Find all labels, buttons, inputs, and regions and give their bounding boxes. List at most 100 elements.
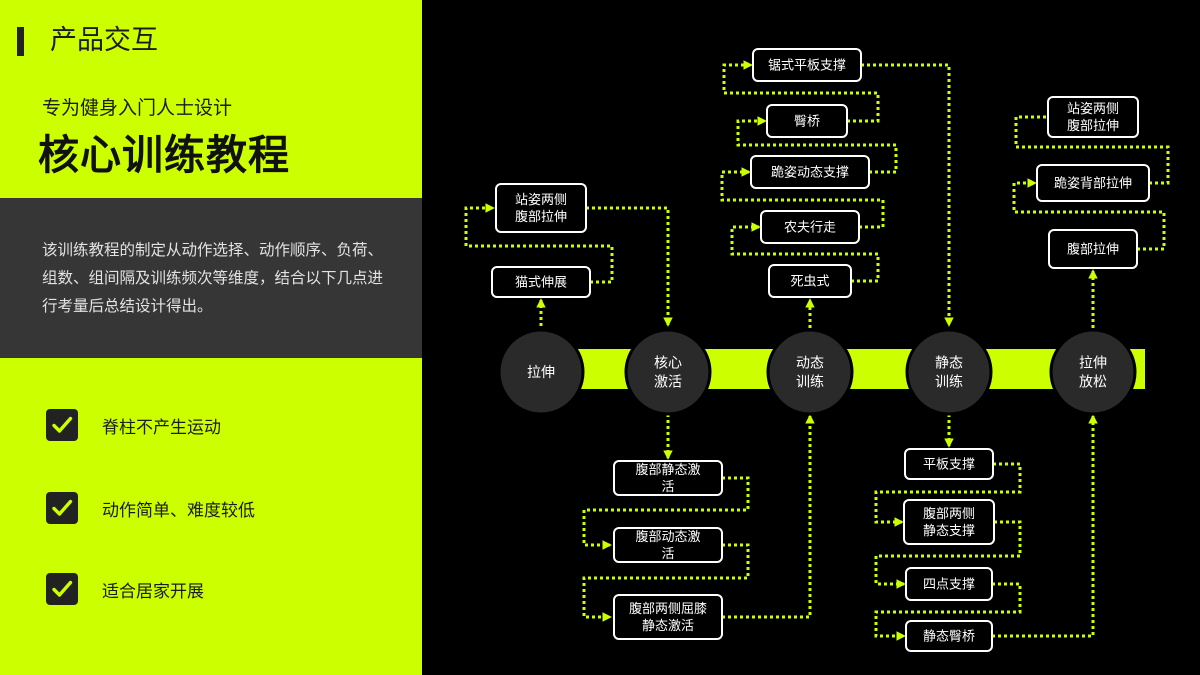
step-label: 腹部静态激 <box>635 462 700 478</box>
section-title: 产品交互 <box>50 25 158 56</box>
flow-connector <box>736 116 898 174</box>
step-box <box>1048 229 1138 269</box>
step-box <box>613 594 723 640</box>
step-box <box>613 527 723 563</box>
step-label: 站姿两侧 <box>1067 101 1119 117</box>
step-label: 死虫式 <box>790 275 829 290</box>
check-icon <box>46 409 78 441</box>
step-box <box>904 448 994 480</box>
step-box <box>766 104 848 138</box>
step-label: 腹部两侧屈膝 <box>629 601 707 617</box>
step-label: 锯式平板支撑 <box>768 59 846 74</box>
flow-connector <box>722 414 815 619</box>
step-label: 站姿两侧 <box>515 192 567 208</box>
step-label: 活 <box>661 480 674 495</box>
feature-label: 动作简单、难度较低 <box>102 500 255 521</box>
flow-connector <box>730 222 880 283</box>
step-label: 静态激活 <box>642 619 694 634</box>
check-icon <box>46 492 78 524</box>
step-static-training-0: 平板支撑 <box>904 448 994 480</box>
step-stretch-relax-1: 跪姿背部拉伸 <box>1036 164 1150 202</box>
flow-connector <box>464 203 614 284</box>
flow-connectors <box>464 60 1170 641</box>
step-label: 平板支撑 <box>923 458 975 473</box>
flow-connector <box>874 582 1022 641</box>
stage-stretch: 拉伸 <box>497 328 585 416</box>
step-stretch-0: 猫式伸展 <box>491 266 591 298</box>
step-label: 跪姿动态支撑 <box>771 165 849 181</box>
step-box <box>613 460 723 496</box>
stage-circle <box>1049 328 1137 416</box>
feature-item: 动作简单、难度较低 <box>46 492 255 524</box>
stage-label: 核心 <box>654 356 682 372</box>
step-box <box>905 620 993 652</box>
feature-item: 适合居家开展 <box>46 573 204 605</box>
step-label: 腹部拉伸 <box>1067 242 1119 258</box>
description-box <box>0 198 422 358</box>
flow-connector <box>992 414 1098 638</box>
step-dynamic-training-0: 死虫式 <box>768 264 852 298</box>
stage-label: 动态 <box>796 356 824 372</box>
step-label: 腹部动态激 <box>635 529 700 545</box>
stage-circle <box>766 328 854 416</box>
step-label: 臀桥 <box>794 115 820 130</box>
step-layer: 猫式伸展站姿两侧腹部拉伸腹部静态激活腹部动态激活腹部两侧屈膝静态激活死虫式农夫行… <box>491 48 1150 652</box>
flow-connector <box>874 462 1022 527</box>
stage-label: 静态 <box>935 356 963 372</box>
flow-connector <box>582 543 750 622</box>
flow-connector <box>586 206 673 327</box>
step-label: 猫式伸展 <box>515 276 567 291</box>
step-box <box>903 499 995 545</box>
stage-label: 拉伸 <box>527 365 555 381</box>
stage-circle <box>624 328 712 416</box>
stage-label: 激活 <box>654 374 682 391</box>
step-box <box>491 266 591 298</box>
stage-circle <box>497 328 585 416</box>
step-label: 跪姿背部拉伸 <box>1054 176 1132 192</box>
stage-label: 训练 <box>796 375 824 391</box>
step-dynamic-training-2: 跪姿动态支撑 <box>750 155 870 189</box>
page-title: 核心训练教程 <box>38 131 290 179</box>
step-label: 四点支撑 <box>923 578 975 593</box>
feature-item: 脊柱不产生运动 <box>46 409 221 441</box>
step-label: 静态臀桥 <box>923 630 975 645</box>
description-text: 该训练教程的制定从动作选择、动作顺序、负荷、组数、组间隔及训练频次等维度，结合以… <box>42 241 384 315</box>
flow-connector <box>1014 115 1170 185</box>
step-label: 静态支撑 <box>923 524 975 539</box>
step-box <box>760 210 860 244</box>
check-icon <box>46 573 78 605</box>
step-dynamic-training-3: 臀桥 <box>766 104 848 138</box>
flow-connector <box>720 167 885 229</box>
step-label: 腹部拉伸 <box>1067 118 1119 134</box>
step-static-training-2: 四点支撑 <box>905 567 993 601</box>
step-stretch-relax-0: 腹部拉伸 <box>1048 229 1138 269</box>
flow-connector <box>582 476 750 550</box>
step-static-training-3: 静态臀桥 <box>905 620 993 652</box>
feature-label: 适合居家开展 <box>102 581 204 602</box>
step-box <box>750 155 870 189</box>
step-dynamic-training-4: 锯式平板支撑 <box>752 48 862 82</box>
step-box <box>1047 96 1139 138</box>
step-dynamic-training-1: 农夫行走 <box>760 210 860 244</box>
title-accent-bar <box>17 27 24 56</box>
step-box <box>752 48 862 82</box>
step-box <box>768 264 852 298</box>
stage-circle <box>905 328 993 416</box>
flow-connector <box>874 520 1022 589</box>
step-label: 活 <box>661 547 674 562</box>
left-panel: 产品交互 专为健身入门人士设计 核心训练教程 该训练教程的制定从动作选择、动作顺… <box>0 0 422 675</box>
step-label: 腹部两侧 <box>923 506 975 522</box>
flow-connector <box>722 60 880 123</box>
